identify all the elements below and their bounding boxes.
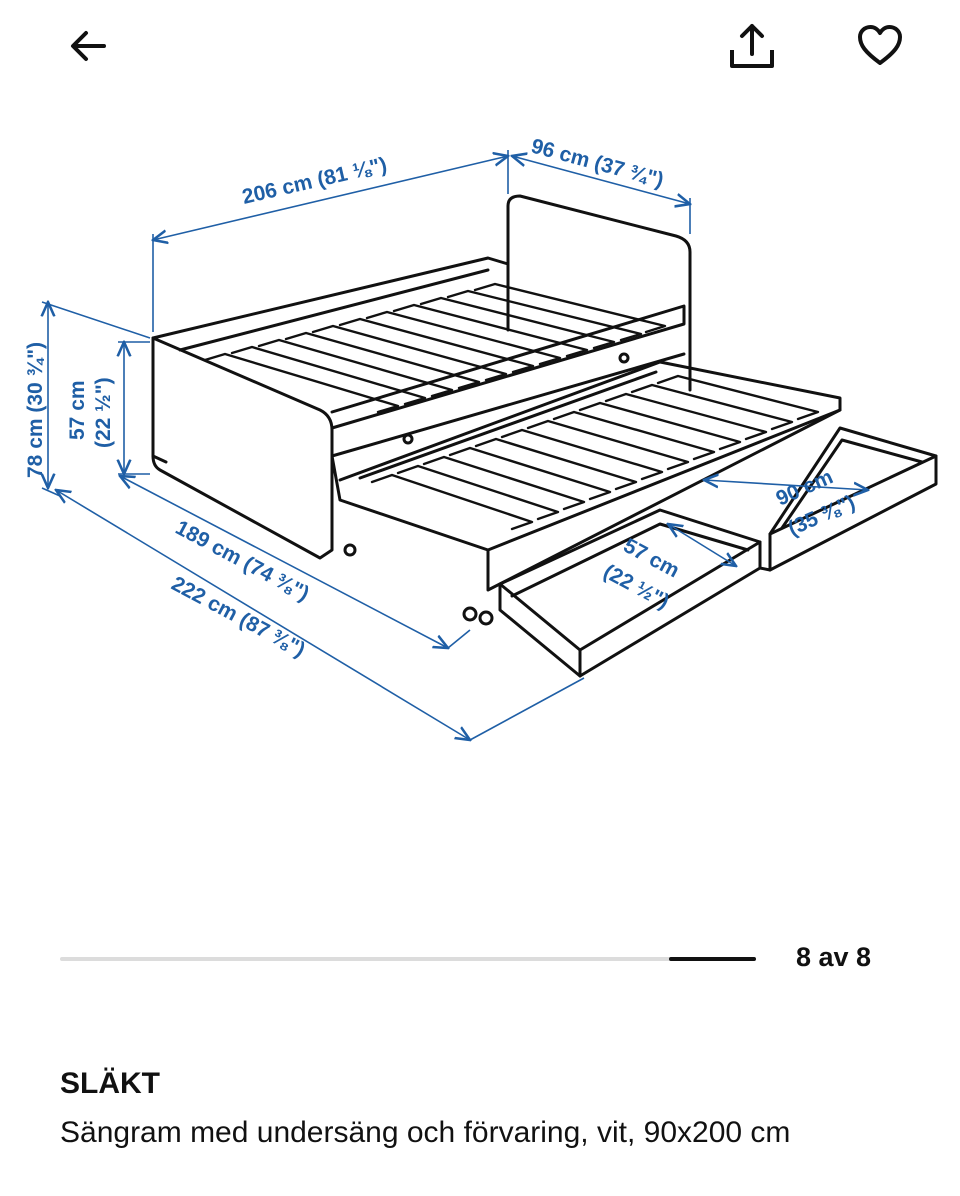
top-bar [0, 0, 960, 100]
image-gallery-progress: 8 av 8 [60, 940, 900, 980]
bed-line-art [151, 194, 938, 678]
dimension-label-width: 96 cm (37 ¾") [529, 135, 666, 192]
gallery-counter: 8 av 8 [796, 942, 872, 972]
product-dimension-drawing: 206 cm (81 ⅛") 96 cm (37 ¾") 78 cm (30 ¾… [0, 110, 960, 770]
back-button[interactable] [56, 14, 120, 78]
gallery-progress-track[interactable] [60, 957, 756, 961]
arrow-left-icon [71, 31, 106, 61]
favorite-button[interactable] [848, 14, 912, 78]
heart-outline-icon [858, 25, 902, 65]
dimension-lines [42, 150, 868, 740]
dimension-label-length: 206 cm (81 ⅛") [240, 153, 389, 209]
gallery-progress-indicator [669, 957, 756, 961]
dimension-label-height-side-in: (22 ½") [92, 377, 115, 448]
product-name: SLÄKT [60, 1067, 160, 1100]
product-info: SLÄKT Sängram med undersäng och förvarin… [60, 1064, 900, 1154]
product-description: Sängram med undersäng och förvaring, vit… [60, 1116, 791, 1149]
dimension-label-height-side: 57 cm [66, 380, 89, 440]
share-upload-icon [730, 24, 774, 68]
bed-dimension-illustration: 206 cm (81 ⅛") 96 cm (37 ¾") 78 cm (30 ¾… [24, 135, 938, 770]
share-button[interactable] [720, 14, 784, 78]
dimension-label-height-total: 78 cm (30 ¾") [24, 342, 47, 478]
